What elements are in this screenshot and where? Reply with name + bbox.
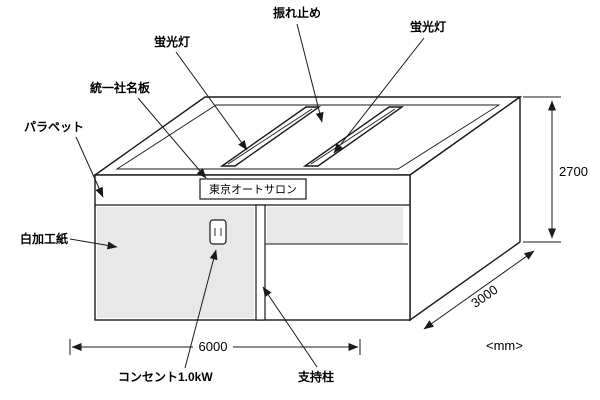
leader-fluorescent-left (175, 51, 248, 151)
outlet (209, 219, 227, 245)
leader-company-signboard (137, 97, 207, 179)
leader-white-paper (69, 238, 118, 250)
dim-text-height: 2700 (559, 164, 588, 179)
company-signboard-text: 東京オートサロン (209, 182, 297, 196)
label-white-paper: 白加工紙 (20, 231, 68, 246)
fluorescent-light-left-tube (227, 108, 313, 165)
label-sway-brace: 振れ止め (273, 5, 321, 20)
leader-parapet (75, 136, 104, 198)
back-wall-panel (267, 207, 403, 244)
leader-fluorescent-right (333, 37, 425, 154)
label-fluorescent-right: 蛍光灯 (410, 19, 446, 34)
label-fluorescent-left: 蛍光灯 (154, 34, 190, 49)
label-support-pillar: 支持柱 (297, 369, 334, 384)
left-wall-panel (97, 207, 254, 318)
label-outlet: コンセント1.0kW (118, 370, 213, 384)
dim-text-width: 6000 (199, 339, 228, 354)
dim-text-depth: 3000 (468, 282, 500, 311)
support-pillar (255, 204, 266, 321)
unit-note: <mm> (486, 338, 523, 353)
fluorescent-light-right-tube (310, 108, 396, 165)
company-signboard (199, 178, 307, 200)
leader-sway-brace (296, 23, 324, 123)
label-company-signboard: 統一社名板 (90, 80, 151, 95)
leader-outlet (184, 249, 218, 369)
ceiling-frame-inner (115, 104, 501, 170)
leader-support-pillar (262, 286, 318, 368)
dim-line-depth (423, 250, 535, 330)
label-parapet: パラペット (24, 120, 84, 134)
